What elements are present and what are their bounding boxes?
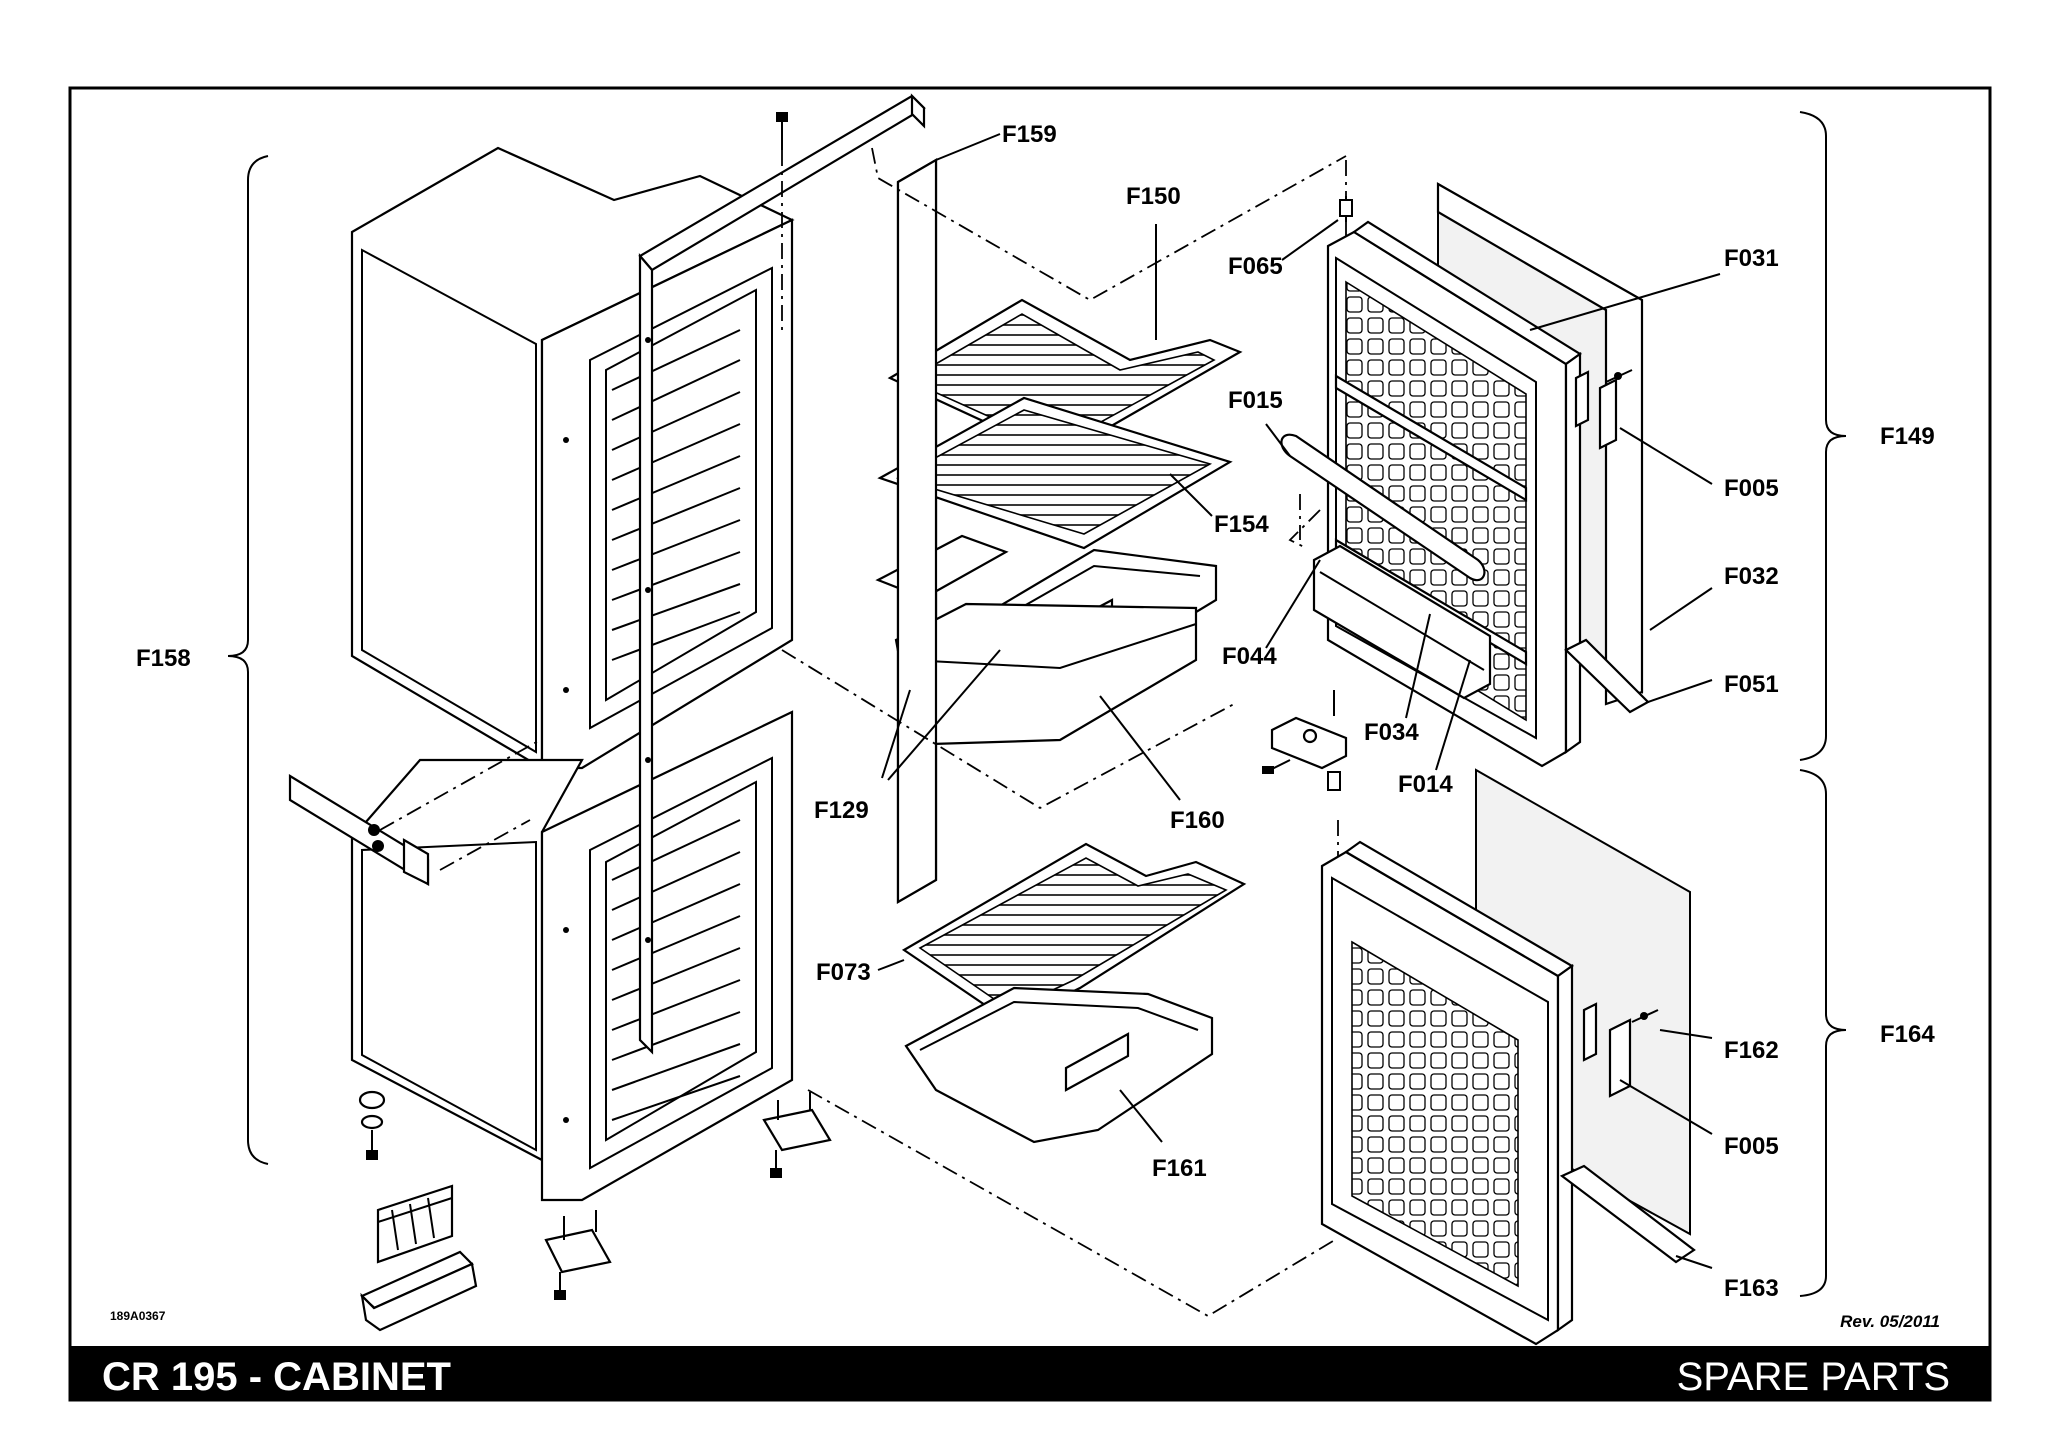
- brace-f164: [1799, 769, 1847, 1297]
- egg-tray: [376, 1184, 454, 1264]
- callout-f150: F150: [1126, 183, 1181, 210]
- hinge-upper: [1574, 369, 1633, 450]
- butter-dish: [360, 1250, 478, 1332]
- callout-f014: F014: [1398, 771, 1453, 798]
- callout-f163: F163: [1724, 1275, 1779, 1302]
- drawing-number: 189A0367: [110, 1309, 166, 1323]
- callout-f034: F034: [1364, 719, 1419, 746]
- middle-hinge: [1262, 690, 1348, 791]
- lower-rails: [611, 819, 741, 1121]
- title-bar: CR 195 - CABINET SPARE PARTS: [70, 1346, 1990, 1400]
- callout-f164: F164: [1880, 1021, 1935, 1048]
- seal-strip-lower: [1559, 1164, 1696, 1264]
- callout-f159: F159: [1002, 121, 1057, 148]
- callout-f073: F073: [816, 959, 871, 986]
- footer-title: CR 195 - CABINET: [102, 1355, 451, 1399]
- callout-f065: F065: [1228, 253, 1283, 280]
- upper-door-panel: [1436, 182, 1644, 706]
- side-bracket: [288, 739, 541, 886]
- assembly-centerlines: [781, 147, 1347, 1318]
- callout-f158: F158: [136, 645, 191, 672]
- callout-f032: F032: [1724, 563, 1779, 590]
- footer-section: SPARE PARTS: [1677, 1355, 1950, 1399]
- crisper-drawer: [904, 986, 1214, 1144]
- leader-lines: [877, 133, 1721, 1269]
- hinge-lower: [1582, 1002, 1659, 1098]
- feet-and-hinges: [358, 1090, 832, 1300]
- cabinet-body: [350, 146, 795, 1202]
- callout-f015: F015: [1228, 387, 1283, 414]
- upper-rails: [611, 329, 741, 661]
- callout-f162: F162: [1724, 1037, 1779, 1064]
- revision-label: Rev. 05/2011: [1840, 1312, 1940, 1331]
- vertical-post: [896, 158, 938, 904]
- shelf-glass: [877, 396, 1233, 550]
- callout-f161: F161: [1152, 1155, 1207, 1182]
- brace-f149: [1799, 111, 1847, 761]
- callout-f031: F031: [1724, 245, 1779, 272]
- callout-f160: F160: [1170, 807, 1225, 834]
- callout-f005-lower: F005: [1724, 1133, 1779, 1160]
- callout-f154: F154: [1214, 511, 1269, 538]
- front-screws: [563, 437, 569, 1123]
- callout-f149: F149: [1880, 423, 1935, 450]
- brace-f158: [227, 155, 269, 1165]
- callout-f051: F051: [1724, 671, 1779, 698]
- callout-labels: F159 F150 F065 F031 F149 F015 F005 F154 …: [136, 121, 1935, 1302]
- drawer-upper: [875, 534, 1218, 746]
- callout-f129: F129: [814, 797, 869, 824]
- callout-f005-upper: F005: [1724, 475, 1779, 502]
- lower-door: [1320, 768, 1691, 1346]
- callout-f044: F044: [1222, 643, 1277, 670]
